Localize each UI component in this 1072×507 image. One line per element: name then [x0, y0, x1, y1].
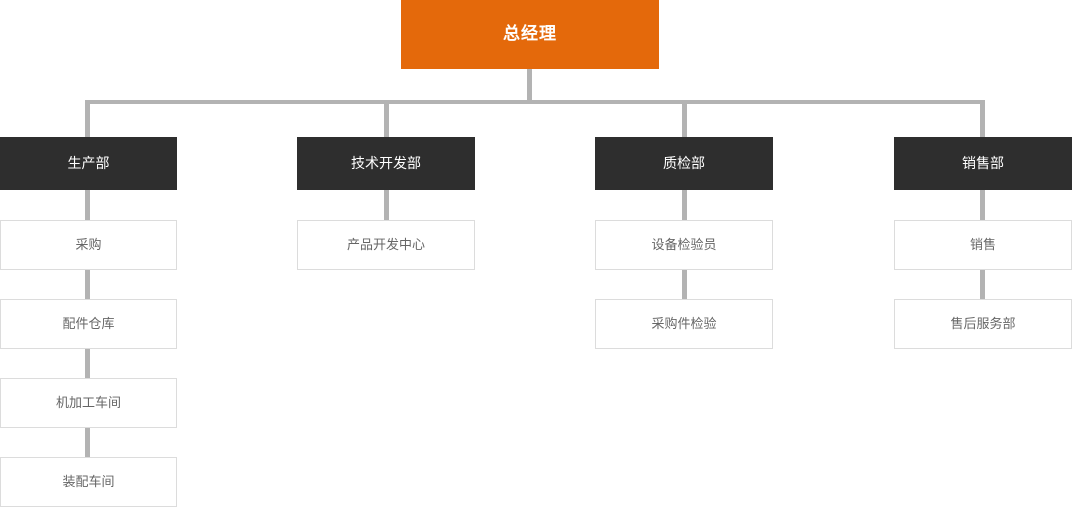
node-sub-after-sales-service[interactable]: 售后服务部	[894, 299, 1072, 349]
connector-col1-link-1	[85, 190, 90, 221]
connector-col1-link-2	[85, 269, 90, 300]
connector-col1-link-3	[85, 348, 90, 379]
connector-col3-link-2	[682, 269, 687, 300]
node-department-sales[interactable]: 销售部	[894, 137, 1072, 190]
node-department-tech-development[interactable]: 技术开发部	[297, 137, 475, 190]
node-sub-parts-warehouse[interactable]: 配件仓库	[0, 299, 177, 349]
node-sub-sales[interactable]: 销售	[894, 220, 1072, 270]
connector-col2-link-1	[384, 190, 389, 221]
node-sub-purchased-parts-inspection[interactable]: 采购件检验	[595, 299, 773, 349]
node-general-manager[interactable]: 总经理	[401, 0, 659, 69]
connector-col4-link-2	[980, 269, 985, 300]
connector-bus-drop-4	[980, 100, 985, 137]
connector-col3-link-1	[682, 190, 687, 221]
connector-bus-drop-1	[85, 100, 90, 137]
connector-bus-drop-3	[682, 100, 687, 137]
node-sub-machining-workshop[interactable]: 机加工车间	[0, 378, 177, 428]
node-department-quality-inspection[interactable]: 质检部	[595, 137, 773, 190]
node-department-production[interactable]: 生产部	[0, 137, 177, 190]
node-sub-procurement[interactable]: 采购	[0, 220, 177, 270]
connector-bus-drop-2	[384, 100, 389, 137]
connector-root-stem	[527, 69, 532, 102]
connector-root-bus	[85, 100, 985, 104]
connector-col4-link-1	[980, 190, 985, 221]
node-sub-product-development-center[interactable]: 产品开发中心	[297, 220, 475, 270]
connector-col1-link-4	[85, 427, 90, 458]
node-sub-assembly-workshop[interactable]: 装配车间	[0, 457, 177, 507]
node-sub-equipment-inspector[interactable]: 设备检验员	[595, 220, 773, 270]
